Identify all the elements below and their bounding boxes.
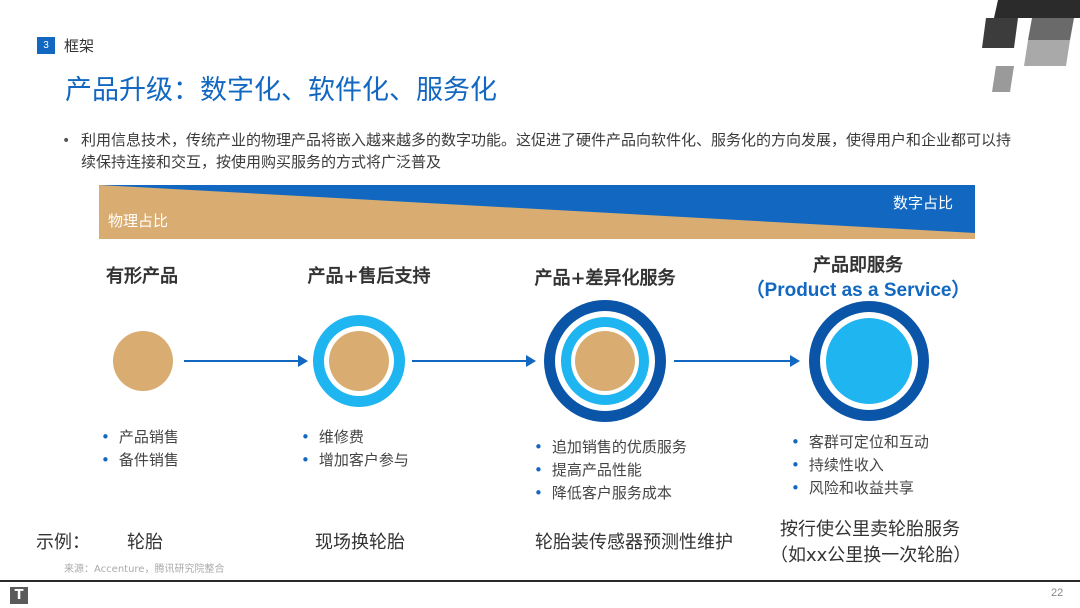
stage-3-title: 产品+差异化服务 [534, 268, 676, 289]
physical-share-label: 物理占比 [108, 212, 169, 230]
page-title: 产品升级：数字化、软件化、服务化 [65, 75, 497, 106]
page-number: 22 [1051, 587, 1064, 599]
digital-share-area [99, 185, 975, 233]
stage-2-features: 维修费 增加客户参与 [301, 426, 409, 472]
stage-4-features: 客群可定位和互动 持续性收入 风险和收益共享 [791, 431, 929, 500]
list-item: 追加销售的优质服务 [534, 436, 687, 459]
stage-3-features: 追加销售的优质服务 提高产品性能 降低客户服务成本 [534, 436, 687, 505]
list-item: 客群可定位和互动 [791, 431, 929, 454]
intro-text: 利用信息技术，传统产业的物理产品将嵌入越来越多的数字功能。这促进了硬件产品向软件… [81, 131, 1012, 171]
stage-3-example: 轮胎装传感器预测性维护 [535, 532, 733, 553]
proportion-wedge-bar [99, 185, 975, 239]
digital-share-label: 数字占比 [893, 194, 954, 212]
stage-4-title: 产品即服务 [813, 255, 903, 276]
stage-1-example: 轮胎 [127, 532, 163, 553]
stage-1-circle [113, 331, 173, 391]
footer-divider [0, 580, 1080, 582]
stage-2-title: 产品+售后支持 [307, 266, 431, 287]
stage-4-subtitle: （Product as a Service） [745, 280, 971, 301]
section-number-badge: 3 [37, 37, 55, 54]
stage-4-example-note: （如xx公里换一次轮胎） [770, 545, 972, 566]
list-item: 提高产品性能 [534, 459, 687, 482]
arrow-stage-3-to-4 [674, 355, 800, 367]
source-note: 来源：Accenture，腾讯研究院整合 [64, 564, 225, 575]
stage-2-core [329, 331, 389, 391]
list-item: 维修费 [301, 426, 409, 449]
list-item: 备件销售 [101, 449, 179, 472]
list-item: 持续性收入 [791, 454, 929, 477]
list-item: 产品销售 [101, 426, 179, 449]
stage-4-core [826, 318, 912, 404]
stage-3-core [575, 331, 635, 391]
list-item: 降低客户服务成本 [534, 482, 687, 505]
arrow-stage-1-to-2 [184, 355, 308, 367]
intro-bullet-icon: • [62, 133, 71, 149]
stage-4-example: 按行使公里卖轮胎服务 [780, 519, 960, 540]
arrow-stage-2-to-3 [412, 355, 536, 367]
corner-decoration [982, 0, 1080, 92]
stage-1-features: 产品销售 备件销售 [101, 426, 179, 472]
list-item: 风险和收益共享 [791, 477, 929, 500]
section-label: 框架 [64, 37, 95, 55]
list-item: 增加客户参与 [301, 449, 409, 472]
brand-logo-icon: T [10, 587, 28, 604]
example-label: 示例： [36, 532, 90, 553]
stage-2-example: 现场换轮胎 [315, 532, 405, 553]
stage-1-title: 有形产品 [106, 266, 178, 287]
